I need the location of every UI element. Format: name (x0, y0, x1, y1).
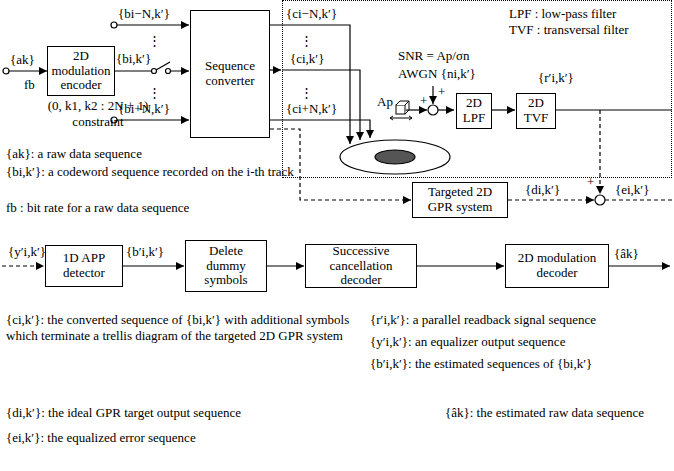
signal-label: {ei,k′} (615, 182, 649, 198)
read-head (390, 116, 412, 120)
signal-label: fb : bit rate for a raw data sequence (6, 200, 291, 216)
signal-label: fb (24, 77, 35, 93)
error-wire (595, 195, 605, 205)
recording-disk (340, 140, 450, 174)
connector (123, 265, 184, 266)
signal-label: {ci+N,k′} (286, 101, 337, 117)
region-label: Ap (377, 95, 393, 110)
connector (417, 265, 504, 266)
signal-label: {y′i,k′}: an equalizer output sequence (370, 334, 565, 350)
input-wire (3, 68, 9, 74)
connector (492, 109, 515, 110)
signal-label: {y′i,k′} (8, 244, 46, 260)
region-label: {r′i,k′} (538, 71, 574, 86)
signal-label: {b′i,k′} (126, 244, 164, 260)
process-box: 2D TVF (516, 93, 556, 129)
signal-label: {bi,k′}: a codeword sequence recorded on… (6, 164, 294, 180)
process-box: Sequence converter (190, 10, 270, 138)
signal-label: + (587, 174, 594, 190)
connector (267, 265, 304, 266)
track-wire (270, 25, 370, 144)
channel-region: LPF : low-pass filterTVF : transversal f… (282, 0, 672, 178)
signal-label: ⋮ (148, 33, 161, 49)
process-box: 2D modulation decoder (505, 244, 609, 288)
box-label: Delete dummy symbols (189, 244, 263, 289)
recording-disk (375, 150, 415, 164)
region-label: TVF : transversal filter (509, 23, 629, 38)
channel-wire (555, 109, 672, 110)
error-wire (605, 199, 672, 200)
region-label: LPF : low-pass filter (509, 7, 616, 22)
detector-wire (2, 265, 44, 266)
signal-label: {ak}: a raw data sequence (6, 146, 291, 162)
switch-symbol (156, 62, 170, 70)
channel-wire (432, 86, 433, 104)
signal-label: + (420, 93, 427, 109)
connector (270, 69, 281, 70)
process-box: Targeted 2D GPR system (412, 182, 508, 218)
read-head (396, 101, 409, 114)
box-label: Successive cancellation decoder (309, 244, 413, 289)
process-box: 1D APP detector (45, 245, 123, 287)
signal-label: {ak} (10, 52, 35, 68)
switch-symbol (152, 62, 171, 76)
box-label: Targeted 2D GPR system (416, 185, 504, 215)
region-label: AWGN {ni,k′} (398, 67, 476, 82)
signal-label: {âk}: the estimated raw data sequence (445, 405, 644, 421)
signal-label: {ci,k′}: the converted sequence of {bi,k… (6, 312, 351, 343)
signal-label: + (438, 84, 445, 100)
signal-label: {ci,k′} (290, 51, 324, 67)
process-box: 2D modulation encoder (47, 46, 115, 96)
box-label: 2D LPF (460, 96, 488, 126)
error-wire (508, 199, 594, 200)
switch-symbol (166, 69, 171, 74)
signal-label: {bi,k′} (116, 51, 151, 67)
input-wire (117, 119, 189, 120)
box-label: 2D TVF (520, 96, 552, 126)
recording-disk (340, 140, 450, 174)
input-wire (9, 70, 47, 71)
signal-label: {bi+N,k′} (118, 101, 170, 117)
signal-label: {bi−N,k′} (118, 6, 170, 22)
process-box: 2D LPF (456, 93, 492, 129)
input-wire (117, 24, 189, 25)
process-box: Successive cancellation decoder (305, 244, 417, 288)
input-wire (111, 22, 117, 28)
signal-label: {b′i,k′}: the estimated sequences of {bi… (370, 356, 592, 372)
region-label: SNR = Ap/σn (398, 49, 469, 64)
error-wire (599, 110, 600, 194)
box-label: 2D modulation encoder (51, 49, 111, 94)
channel-wire (428, 105, 438, 115)
channel-wire (438, 109, 454, 110)
signal-label: {di,k′} (525, 182, 560, 198)
signal-label: {ei,k′}: the equalized error sequence (6, 430, 196, 446)
signal-label: {r′i,k′}: a parallel readback signal seq… (370, 312, 596, 328)
box-label: 2D modulation decoder (509, 251, 605, 281)
detector-wire (609, 265, 670, 266)
signal-label: ⋮ (148, 85, 161, 101)
signal-label: ⋮ (300, 33, 313, 49)
box-label: Sequence converter (194, 59, 266, 89)
signal-label: {di,k′}: the ideal GPR target output seq… (6, 405, 241, 421)
box-label: 1D APP detector (49, 251, 119, 281)
read-head (396, 105, 405, 114)
signal-label: {âk} (614, 246, 639, 262)
switch-symbol (152, 69, 157, 74)
signal-label: ⋮ (300, 85, 313, 101)
process-box: Delete dummy symbols (185, 240, 267, 292)
signal-label: {ci−N,k′} (286, 6, 337, 22)
channel-wire (406, 109, 427, 110)
